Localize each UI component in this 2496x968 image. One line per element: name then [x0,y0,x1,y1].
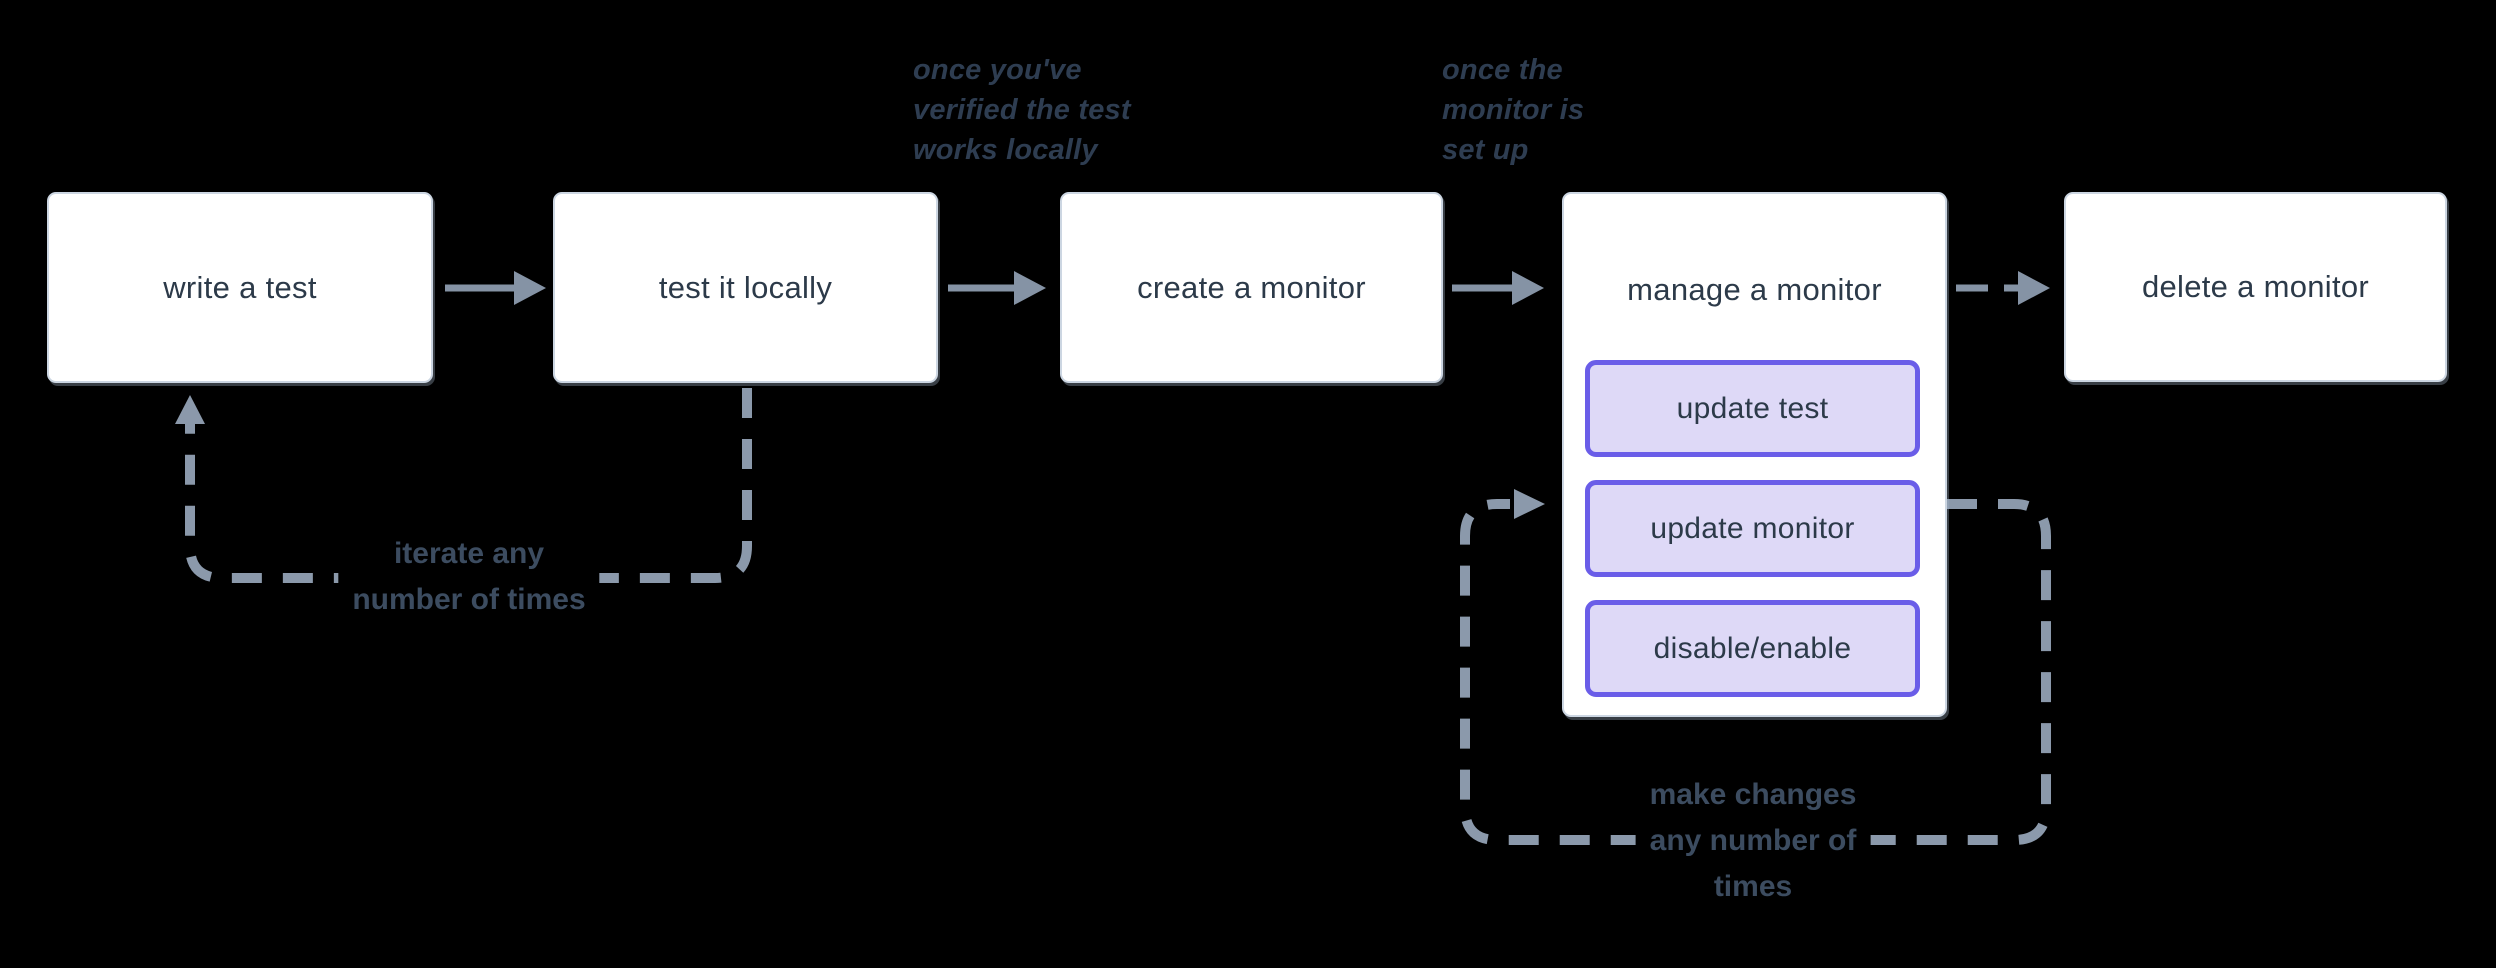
loop-iterate-label: iterate any number of times [338,531,600,623]
node-write-test: write a test [47,192,433,383]
loop-label-line: times [1713,870,1793,903]
subnode-update-test: update test [1585,360,1920,457]
annotation-line: works locally [913,134,1098,166]
node-manage-monitor-label: manage a monitor [1627,272,1882,307]
node-manage-monitor: manage a monitor update test update moni… [1562,192,1947,717]
loop-label-line: iterate any [393,537,545,570]
node-delete-monitor-label: delete a monitor [2141,269,2370,304]
loop-label-line: any number of [1649,824,1857,857]
arrow-create-to-manage [1452,271,1544,305]
node-test-locally-label: test it locally [658,269,833,305]
loop-iterate-path [175,388,752,583]
node-delete-monitor: delete a monitor [2064,192,2447,382]
annotation-monitor-set-up: once the monitor is set up [1442,50,1584,170]
node-test-locally: test it locally [553,192,938,383]
arrow-manage-to-delete [1956,271,2050,305]
node-create-monitor-label: create a monitor [1137,269,1366,305]
annotation-line: once you've [913,54,1082,86]
subnode-disable-enable-label: disable/enable [1653,631,1852,665]
arrow-write-to-test [445,271,546,305]
node-write-test-label: write a test [163,269,317,305]
subnode-update-test-label: update test [1676,391,1829,425]
annotation-line: monitor is [1442,94,1585,126]
loop-label-line: number of times [352,583,586,616]
annotation-verified-test: once you've verified the test works loca… [913,50,1131,170]
loop-make-changes-path [1460,489,2051,845]
arrow-test-to-create [948,271,1046,305]
node-create-monitor: create a monitor [1060,192,1443,383]
subnode-disable-enable: disable/enable [1585,600,1920,697]
annotation-line: set up [1442,134,1529,166]
subnode-update-monitor-label: update monitor [1650,511,1855,545]
loop-make-changes-label: make changes any number of times [1635,772,1871,910]
annotation-line: verified the test [913,94,1131,126]
annotation-line: once the [1442,54,1563,86]
loop-label-line: make changes [1649,778,1857,811]
subnode-update-monitor: update monitor [1585,480,1920,577]
